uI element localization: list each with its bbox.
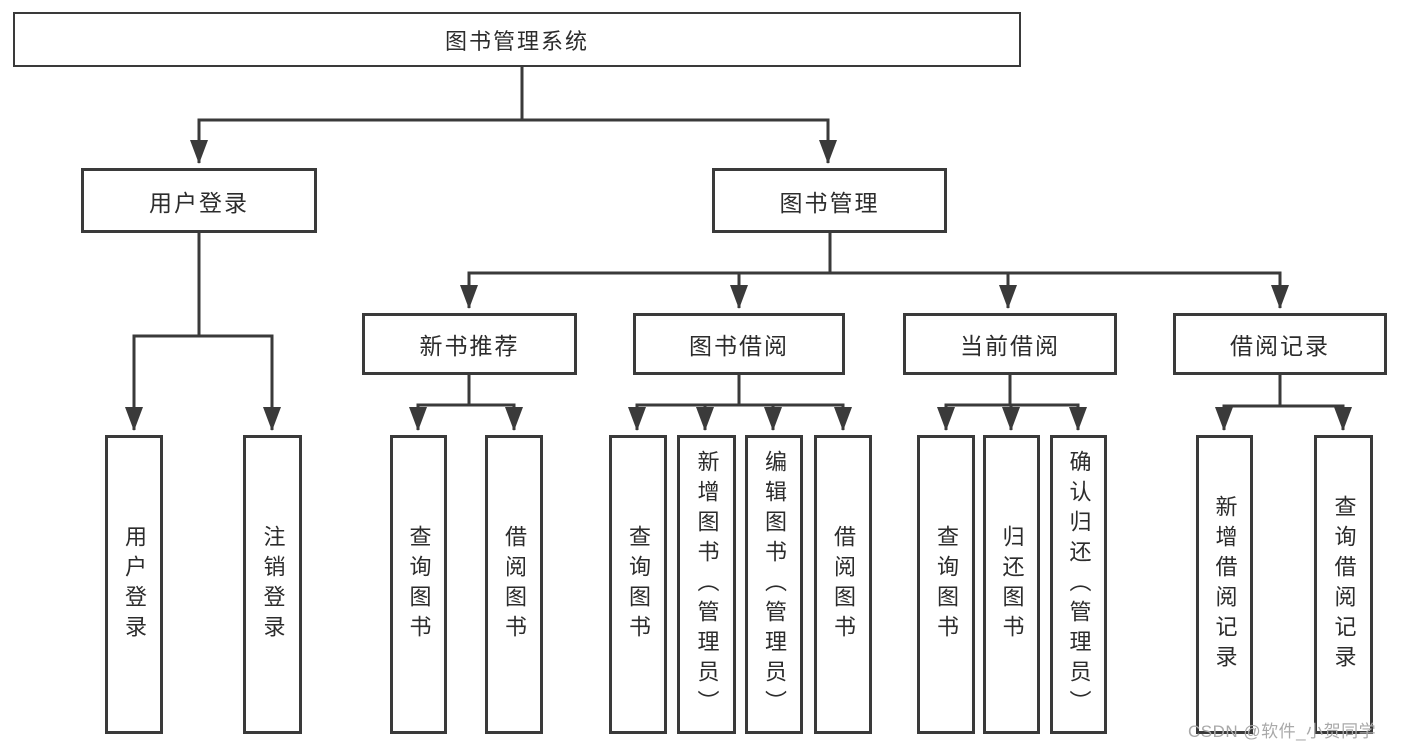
leaf-bb-add-book: 新增图书（管理员）: [677, 435, 736, 734]
node-new-book-recommendation-label: 新书推荐: [419, 333, 520, 359]
node-user-login: 用户登录: [81, 168, 317, 233]
leaf-rec-query-book: 查询图书: [390, 435, 447, 734]
node-current-borrowing: 当前借阅: [903, 313, 1117, 375]
node-current-borrowing-label: 当前借阅: [960, 333, 1060, 359]
leaf-rec-borrow-book: 借阅图书: [485, 435, 543, 734]
leaf-bb-query-book-label: 查询图书: [626, 524, 651, 645]
leaf-cb-query-book: 查询图书: [917, 435, 975, 734]
leaf-logout: 注销登录: [243, 435, 302, 734]
leaf-bb-query-book: 查询图书: [609, 435, 667, 734]
leaf-rec-borrow-book-label: 借阅图书: [502, 524, 527, 645]
leaf-bb-borrow-book: 借阅图书: [814, 435, 872, 734]
node-book-borrowing-label: 图书借阅: [689, 333, 789, 359]
node-root-library-system: 图书管理系统: [13, 12, 1021, 67]
node-borrowing-record-label: 借阅记录: [1230, 333, 1330, 359]
leaf-cb-return-book-label: 归还图书: [999, 524, 1025, 645]
csdn-watermark: CSDN @软件_小贺同学: [1188, 722, 1377, 741]
leaf-user-login: 用户登录: [105, 435, 163, 734]
node-book-management-label: 图书管理: [779, 189, 880, 216]
leaf-cb-confirm-return: 确认归还（管理员）: [1050, 435, 1107, 734]
leaf-cb-confirm-return-label: 确认归还（管理员）: [1066, 449, 1092, 720]
leaf-br-query-record-label: 查询借阅记录: [1331, 494, 1357, 675]
node-book-management: 图书管理: [712, 168, 947, 233]
leaf-cb-query-book-label: 查询图书: [934, 524, 959, 645]
node-root-label: 图书管理系统: [444, 28, 589, 54]
leaf-bb-edit-book: 编辑图书（管理员）: [745, 435, 803, 734]
node-borrowing-record: 借阅记录: [1173, 313, 1387, 375]
leaf-bb-borrow-book-label: 借阅图书: [831, 524, 856, 645]
leaf-br-query-record: 查询借阅记录: [1314, 435, 1373, 734]
leaf-rec-query-book-label: 查询图书: [406, 524, 432, 645]
leaf-br-add-record: 新增借阅记录: [1196, 435, 1253, 734]
leaf-cb-return-book: 归还图书: [983, 435, 1040, 734]
leaf-bb-add-book-label: 新增图书（管理员）: [694, 449, 720, 720]
node-new-book-recommendation: 新书推荐: [362, 313, 577, 375]
tree-edges: [125, 66, 1352, 431]
node-user-login-label: 用户登录: [149, 189, 249, 216]
node-book-borrowing: 图书借阅: [633, 313, 845, 375]
leaf-logout-label: 注销登录: [260, 524, 286, 645]
leaf-bb-edit-book-label: 编辑图书（管理员）: [762, 449, 787, 720]
leaf-br-add-record-label: 新增借阅记录: [1212, 494, 1238, 675]
leaf-user-login-label: 用户登录: [122, 524, 147, 645]
